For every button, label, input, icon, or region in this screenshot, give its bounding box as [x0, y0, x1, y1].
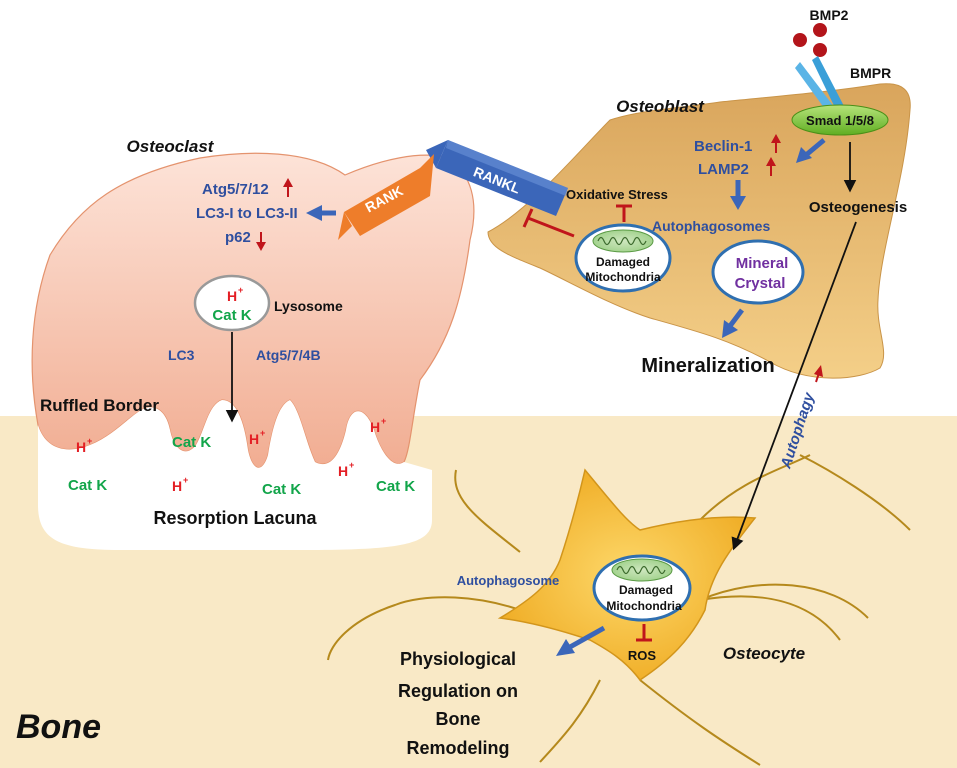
inhibition-icon: [636, 624, 652, 642]
h-ion-2: H: [172, 478, 182, 494]
rank-arrow: RANK: [338, 154, 434, 240]
up-arrow-icon: [814, 365, 823, 383]
bmpr-receptor-icon: [795, 56, 846, 116]
crystal-label: Crystal: [735, 275, 786, 292]
catk-1: Cat K: [68, 477, 107, 494]
physio-line-4: Remodeling: [406, 738, 509, 758]
oxidative-stress-label: Oxidative Stress: [566, 187, 668, 202]
h-ion-5-plus: +: [381, 416, 386, 426]
osteocyte-to-remodeling-arrow: [556, 625, 606, 656]
smad-to-autophagy-arrow: [796, 138, 826, 163]
h-ion-1-plus: +: [87, 436, 92, 446]
lamp2-to-autophagosomes-arrow: [730, 180, 746, 210]
rankl-arrow: RANKL: [426, 140, 568, 216]
physio-line-1: Physiological: [400, 649, 516, 669]
osteoclast-title: Osteoclast: [127, 137, 215, 156]
h-ion-3: H: [249, 431, 259, 447]
bmp2-label: BMP2: [810, 7, 849, 23]
physio-line-2: Regulation on: [398, 681, 518, 701]
lyso-catk: Cat K: [212, 307, 251, 324]
mitochondria-icon: [611, 558, 673, 582]
atg574b-label: Atg5/7/4B: [256, 347, 321, 363]
lacuna-ions: H + Cat K Cat K H + H + Cat K H + H + Ca…: [68, 416, 415, 498]
ruffled-border-label: Ruffled Border: [40, 396, 159, 415]
inhibition-icon: [522, 208, 575, 238]
bmpr-label: BMPR: [850, 65, 891, 81]
up-arrow-icon: [766, 134, 781, 176]
h-ion-4: H: [338, 463, 348, 479]
lc3-label: LC3: [168, 347, 195, 363]
catk-3: Cat K: [262, 481, 301, 498]
beclin-label: Beclin-1: [694, 138, 752, 155]
osteocyte-dendrites: [327, 454, 911, 766]
smad-badge: [791, 104, 889, 136]
h-ion-1: H: [76, 439, 86, 455]
catk-4: Cat K: [376, 478, 415, 495]
atg5712-label: Atg5/7/12: [202, 181, 269, 198]
inhibition-icon: [616, 204, 632, 222]
remodeling-label: Physiological Regulation on Bone Remodel…: [398, 649, 518, 758]
resorption-lacuna-label: Resorption Lacuna: [153, 508, 317, 528]
lc3-conversion-label: LC3-I to LC3-II: [196, 205, 298, 222]
rank-to-osteoclast-arrow: [306, 205, 336, 221]
h-ion-5: H: [370, 419, 380, 435]
osteoblast-title: Osteoblast: [616, 97, 705, 116]
h-ion-3-plus: +: [260, 428, 265, 438]
mineral-label: Mineral: [736, 255, 789, 272]
p62-label: p62: [225, 229, 251, 246]
autophagosomes-label: Autophagosomes: [652, 218, 770, 234]
resorption-lacuna: [38, 400, 432, 550]
osteogenesis-to-osteocyte-arrow: [731, 221, 857, 551]
bone-label: Bone: [16, 708, 101, 746]
h-ion-4-plus: +: [349, 460, 354, 470]
cyte-mitochondria-label: Mitochondria: [606, 599, 682, 613]
osteogenesis-label: Osteogenesis: [809, 199, 907, 216]
up-arrow-icon: [283, 178, 293, 197]
lysosome: [193, 274, 271, 332]
osteocyte-title: Osteocyte: [723, 644, 805, 663]
bmp2-ligand-icon: [793, 23, 827, 57]
ros-label: ROS: [628, 648, 657, 663]
smad-label: Smad 1/5/8: [806, 113, 874, 128]
mineral-crystal-vesicle: [711, 239, 805, 305]
lyso-h: H: [227, 288, 237, 304]
catk-2: Cat K: [172, 434, 211, 451]
crystal-to-mineralization-arrow: [722, 308, 744, 338]
mineralization-label: Mineralization: [641, 355, 774, 377]
lyso-plus: +: [238, 285, 243, 295]
mitochondria-icon: [592, 229, 654, 253]
osteocyte-autophagosome-label: Autophagosome: [457, 573, 560, 588]
blast-damaged-label: Damaged: [596, 255, 650, 269]
cyte-damaged-label: Damaged: [619, 583, 673, 597]
lysosome-label: Lysosome: [274, 298, 343, 314]
down-arrow-icon: [256, 232, 266, 251]
physio-line-3: Bone: [436, 709, 481, 729]
blast-mitochondria-label: Mitochondria: [585, 270, 661, 284]
h-ion-2-plus: +: [183, 475, 188, 485]
lamp2-label: LAMP2: [698, 161, 749, 178]
